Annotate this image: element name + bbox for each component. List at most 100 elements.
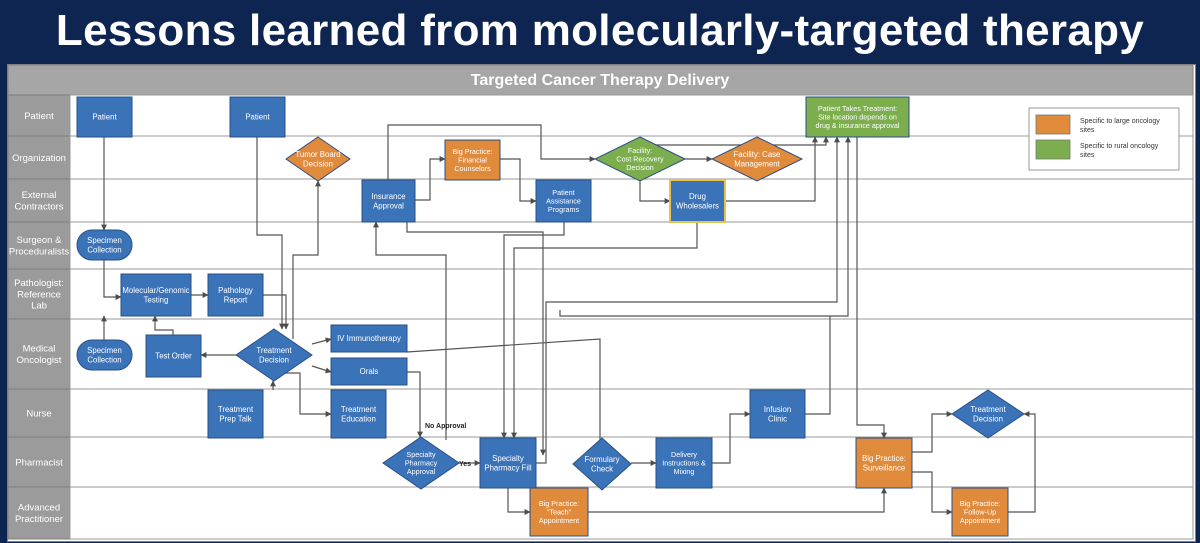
diagram-title: Targeted Cancer Therapy Delivery [471, 72, 730, 89]
lane-label: Nurse [26, 408, 51, 419]
connector-arrow [536, 136, 840, 464]
node-label: Big Practice:Surveillance [862, 454, 906, 472]
legend-swatch [1035, 139, 1071, 160]
connector-arrow [285, 372, 332, 417]
node-box [655, 437, 713, 489]
connector-arrow [559, 136, 851, 415]
node-box [207, 389, 264, 439]
node-box [229, 96, 286, 138]
lane-0: Patient [7, 94, 1194, 137]
slide-title: Lessons learned from molecularly-targete… [55, 6, 1145, 55]
node-box [749, 389, 806, 439]
node-box [120, 273, 192, 317]
lane-label: Surgeon &Proceduralists [9, 235, 69, 257]
lane-body [69, 221, 1194, 270]
connector-arrow [1008, 411, 1036, 513]
node-orals: Orals [330, 357, 408, 386]
connector-arrow [256, 137, 285, 330]
lane-header [7, 94, 71, 137]
connector-arrow [407, 371, 423, 438]
connector-arrow [415, 156, 446, 201]
connector-arrow [103, 260, 122, 300]
node-decision [572, 437, 632, 491]
connector-arrow [406, 222, 546, 456]
connector-arrow [152, 315, 174, 335]
connector-arrow [387, 124, 596, 180]
connector-arrow [311, 337, 332, 345]
node-label: Patient [92, 113, 117, 122]
node-box [805, 96, 910, 138]
node-decision [235, 328, 313, 382]
node-label: Patient Takes Treatment:Site location de… [816, 104, 900, 130]
connector-arrow [507, 488, 531, 515]
connector-arrow [712, 411, 751, 464]
legend-swatch [1035, 114, 1071, 135]
lane-header [7, 388, 71, 438]
lane-3: Surgeon &Proceduralists [7, 221, 1194, 270]
node-box [330, 324, 408, 353]
node-label: IV Immunotherapy [337, 334, 401, 343]
connector-arrow [263, 294, 289, 330]
lane-body [69, 178, 1194, 223]
node-big-surv: Big Practice:Surveillance [855, 437, 913, 489]
lane-header [7, 268, 71, 320]
connectors [101, 124, 1036, 515]
edge-label-no-approval: No Approval [425, 423, 466, 430]
node-terminator [76, 229, 133, 261]
node-patient1: Patient [76, 96, 133, 138]
connector-arrow [912, 411, 953, 453]
node-box [669, 179, 726, 223]
diagram-title-bar [7, 64, 1194, 96]
connector-arrow [511, 222, 698, 439]
node-big-teach: Big Practice:"Teach"Appointment [529, 487, 589, 537]
node-box [444, 139, 501, 181]
node-terminator [76, 339, 133, 371]
connector-arrow [912, 471, 953, 515]
node-label: Test Order [155, 352, 192, 361]
lane-body [69, 436, 1194, 488]
lane-header [7, 436, 71, 488]
node-decision [382, 436, 460, 490]
lane-7: Pharmacist [7, 436, 1194, 488]
lane-header [7, 318, 71, 390]
lane-label: Organization [12, 153, 66, 164]
node-box [479, 437, 537, 489]
node-test-order: Test Order [145, 334, 202, 378]
node-box [529, 487, 589, 537]
